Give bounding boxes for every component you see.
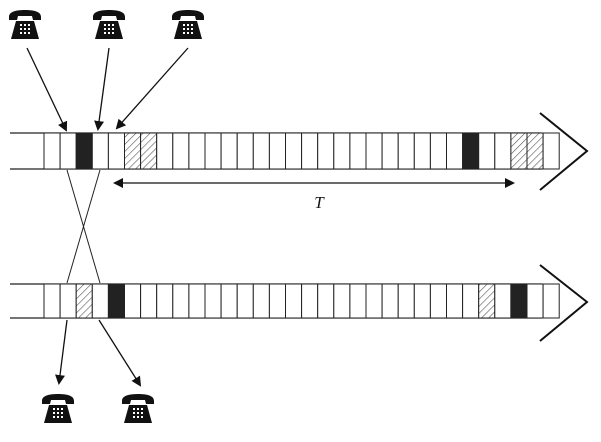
interchange-line — [66, 169, 101, 284]
time-slot-empty — [333, 283, 351, 319]
time-slot-empty — [220, 132, 238, 170]
time-slot-empty — [317, 283, 335, 319]
time-slot-empty — [446, 132, 464, 170]
time-slot-empty — [333, 132, 351, 170]
slot-interchange-lines — [66, 169, 101, 284]
input-arrow — [94, 47, 110, 131]
time-slot-empty — [542, 283, 560, 319]
time-slot-empty — [43, 283, 61, 319]
time-slot-empty — [91, 283, 109, 319]
source-phones — [9, 10, 204, 39]
time-slot-hatched — [75, 283, 93, 319]
time-slot-empty — [188, 283, 206, 319]
time-slot-empty — [317, 132, 335, 170]
time-slot-empty — [381, 283, 399, 319]
time-slot-empty — [301, 283, 319, 319]
time-slot-empty — [365, 132, 383, 170]
time-slot-empty — [413, 283, 431, 319]
lower-frame — [10, 264, 589, 342]
time-slot-empty — [156, 132, 174, 170]
time-slot-empty — [494, 283, 512, 319]
time-slot-empty — [349, 132, 367, 170]
time-slot-empty — [494, 132, 512, 170]
time-slot-empty — [462, 283, 480, 319]
time-slot-empty — [397, 132, 415, 170]
time-slot-empty — [268, 283, 286, 319]
time-slot-empty — [268, 132, 286, 170]
time-slot-empty — [59, 283, 77, 319]
time-slot-empty — [172, 283, 190, 319]
time-slot-empty — [542, 132, 560, 170]
time-slot-empty — [43, 132, 61, 170]
time-slot-hatched — [140, 132, 158, 170]
input-arrow — [26, 47, 68, 132]
period-label: T — [314, 193, 325, 212]
time-slot-empty — [172, 132, 190, 170]
time-slot-empty — [252, 132, 270, 170]
input-arrow — [115, 47, 189, 130]
telephone-icon — [42, 394, 74, 423]
time-slot-empty — [252, 283, 270, 319]
telephone-icon — [122, 394, 154, 423]
time-slot-empty — [285, 283, 303, 319]
upper-frame — [10, 112, 589, 191]
time-slot-empty — [236, 132, 254, 170]
time-slot-filled — [462, 132, 480, 170]
destination-phones — [42, 394, 154, 423]
time-slot-empty — [220, 283, 238, 319]
time-slot-empty — [397, 283, 415, 319]
time-slot-empty — [204, 132, 222, 170]
time-slot-empty — [446, 283, 464, 319]
time-slot-hatched — [510, 132, 528, 170]
telephone-icon — [9, 10, 41, 39]
telephone-icon — [93, 10, 125, 39]
time-slot-empty — [59, 132, 77, 170]
time-slot-empty — [91, 132, 109, 170]
time-slot-filled — [75, 132, 93, 170]
upper-slots — [43, 132, 560, 170]
time-slot-empty — [124, 283, 142, 319]
time-slot-empty — [526, 283, 544, 319]
time-slot-empty — [349, 283, 367, 319]
output-arrow — [98, 319, 142, 387]
period-indicator: T — [113, 178, 515, 212]
time-slot-empty — [429, 132, 447, 170]
time-slot-empty — [204, 283, 222, 319]
time-slot-empty — [107, 132, 126, 170]
time-slot-hatched — [478, 283, 496, 319]
time-slot-empty — [236, 283, 254, 319]
time-slot-empty — [413, 132, 431, 170]
time-slot-empty — [478, 132, 496, 170]
lower-slots — [43, 283, 560, 319]
time-slot-empty — [156, 283, 174, 319]
output-arrows — [55, 319, 142, 387]
time-slot-empty — [381, 132, 399, 170]
frame-direction-chevron — [539, 112, 589, 191]
frame-direction-chevron — [539, 264, 589, 342]
time-slot-hatched — [124, 132, 142, 170]
time-slot-hatched — [526, 132, 544, 170]
time-slot-empty — [365, 283, 383, 319]
time-slot-empty — [301, 132, 319, 170]
time-slot-empty — [429, 283, 447, 319]
output-arrow — [55, 319, 68, 385]
time-slot-empty — [285, 132, 303, 170]
input-arrows — [26, 47, 189, 132]
time-slot-filled — [107, 283, 126, 319]
time-slot-empty — [188, 132, 206, 170]
telephone-icon — [172, 10, 204, 39]
time-slot-empty — [140, 283, 158, 319]
time-slot-filled — [510, 283, 528, 319]
